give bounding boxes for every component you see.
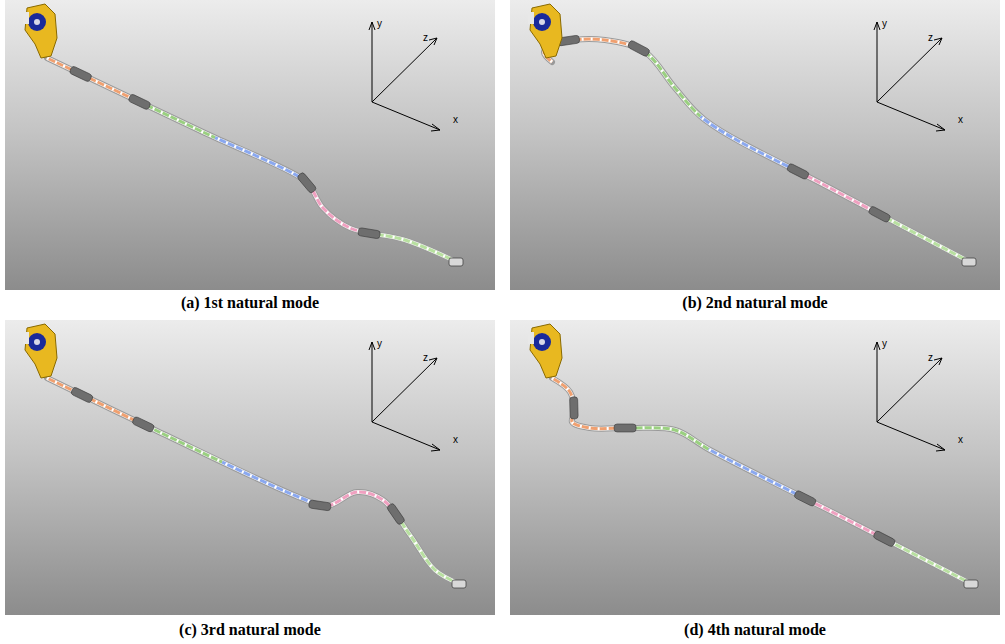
cable-segment xyxy=(552,378,972,584)
cable-segment xyxy=(47,378,460,584)
cable-segment xyxy=(47,378,460,584)
mode-panel xyxy=(510,320,1000,615)
axis-triad xyxy=(369,22,440,131)
cable-segment xyxy=(544,39,970,262)
axis-label: x xyxy=(958,114,963,126)
axis-label: y xyxy=(882,18,887,30)
cable-shadow xyxy=(544,39,970,262)
panel-caption: (d) 4th natural mode xyxy=(684,621,826,639)
panel-caption: (b) 2nd natural mode xyxy=(682,294,827,312)
cable xyxy=(47,378,460,584)
axis-label: z xyxy=(423,352,428,364)
connector-sleeve xyxy=(570,397,579,419)
connector-sleeve xyxy=(614,424,636,432)
fixture-bracket xyxy=(528,4,562,58)
panel-background xyxy=(510,320,1000,615)
connector-sleeve xyxy=(70,387,93,404)
fixture-bracket xyxy=(23,324,57,378)
cable-segment xyxy=(47,378,460,584)
axis-label: x xyxy=(958,434,963,446)
cable-segment xyxy=(544,39,970,262)
end-terminal xyxy=(964,580,978,588)
axis-label: y xyxy=(377,18,382,30)
cable-segment xyxy=(47,378,460,584)
connector-sleeve xyxy=(627,40,650,57)
cable-segment xyxy=(552,378,972,584)
cable-segment xyxy=(552,378,972,584)
cable xyxy=(544,39,970,262)
cable-nodes xyxy=(544,39,970,262)
axis-triad xyxy=(874,22,945,131)
connector-sleeve xyxy=(132,416,155,433)
axis-label: y xyxy=(377,338,382,350)
cable-segment xyxy=(47,58,457,262)
cable-segment xyxy=(47,58,457,262)
mode-panel xyxy=(5,0,495,290)
connector-sleeve xyxy=(794,490,817,507)
fixture-bracket xyxy=(23,4,57,58)
axis-label: x xyxy=(453,114,458,126)
cable-segment xyxy=(544,39,970,262)
cable-shadow xyxy=(47,58,457,262)
mode-panel xyxy=(510,0,1000,290)
cable-nodes xyxy=(47,58,457,262)
mode-panel xyxy=(5,320,495,615)
connector-sleeve xyxy=(358,227,381,238)
connector-sleeve xyxy=(786,163,809,180)
cable xyxy=(47,58,457,262)
axis-label: x xyxy=(453,434,458,446)
connector-sleeve xyxy=(386,503,405,526)
panel-background xyxy=(510,0,1000,290)
axis-label: z xyxy=(423,32,428,44)
panel-background xyxy=(5,320,495,615)
axis-triad xyxy=(369,342,440,451)
axis-triad xyxy=(874,342,945,451)
cable-segment xyxy=(47,58,457,262)
connector-sleeve xyxy=(297,172,317,194)
connector-sleeve xyxy=(69,66,92,83)
cable-nodes xyxy=(552,378,972,584)
axis-label: z xyxy=(928,32,933,44)
cable-segment xyxy=(47,58,457,262)
fixture-bracket xyxy=(528,324,562,378)
connector-sleeve xyxy=(873,530,896,547)
cable-segment xyxy=(47,58,457,262)
cable-shadow xyxy=(47,378,460,584)
end-terminal xyxy=(452,580,466,588)
cable-segment xyxy=(544,39,970,262)
axis-label: z xyxy=(928,352,933,364)
connector-sleeve xyxy=(128,94,151,111)
panel-caption: (a) 1st natural mode xyxy=(181,294,319,312)
cable-segment xyxy=(544,39,970,262)
panel-background xyxy=(5,0,495,290)
end-terminal xyxy=(962,258,976,266)
cable-segment xyxy=(552,378,972,584)
cable-segment xyxy=(47,378,460,584)
cable xyxy=(552,378,972,584)
end-terminal xyxy=(449,258,463,266)
cable-nodes xyxy=(47,378,460,584)
connector-sleeve xyxy=(868,206,891,223)
axis-label: y xyxy=(882,338,887,350)
cable-segment xyxy=(552,378,972,584)
cable-shadow xyxy=(552,378,972,584)
panel-caption: (c) 3rd natural mode xyxy=(179,621,321,639)
connector-sleeve xyxy=(308,500,331,511)
